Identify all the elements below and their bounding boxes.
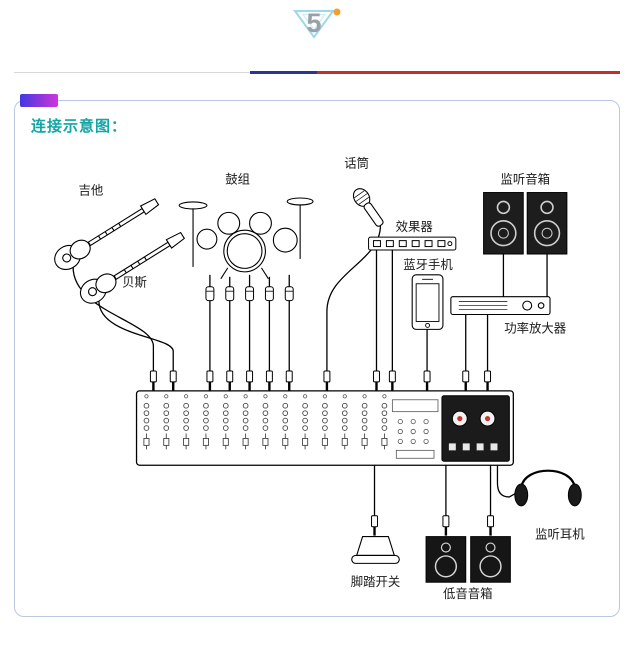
divider-gray-segment (14, 71, 251, 73)
subwoofer-label: 低音音箱 (443, 586, 493, 601)
headphones-icon (514, 469, 582, 507)
drum-kit-label: 鼓组 (225, 173, 250, 187)
badge-diamond-inner (301, 13, 327, 31)
badge-diamond-outline (293, 10, 335, 39)
diagram-panel: 连接示意图： (14, 94, 620, 617)
mixer-master-section (441, 395, 510, 462)
badge-dot-icon (333, 8, 341, 16)
bluetooth-phone-icon (411, 274, 444, 330)
divider-blue-segment (250, 70, 317, 74)
section-divider (14, 70, 620, 74)
guitar-icon (49, 191, 164, 275)
guitar-label: 吉他 (79, 184, 104, 198)
output-jack-plugs (371, 515, 494, 537)
mixer-input-jack-holes (144, 394, 387, 399)
power-amplifier-label: 功率放大器 (504, 320, 567, 335)
bass-guitar-icon (75, 225, 190, 309)
microphone-label: 话筒 (344, 156, 369, 171)
step-number: 5 (306, 8, 321, 38)
input-cables (72, 225, 548, 372)
connection-diagram: 吉他 贝斯 鼓组 话筒 效果器 蓝牙手机 监听音箱 功率放大器 监听耳机 脚踏开… (49, 156, 585, 601)
effects-unit-icon (368, 236, 457, 251)
divider-red-segment (316, 70, 620, 74)
footswitch-icon (351, 536, 400, 564)
monitor-speakers-label: 监听音箱 (500, 172, 550, 187)
microphone-icon (352, 188, 384, 227)
output-cables (373, 465, 517, 516)
mixer-mid-section (391, 399, 439, 459)
effects-unit-label: 效果器 (396, 219, 434, 234)
input-jack-plugs (149, 370, 492, 392)
drum-kit-icon (178, 197, 314, 280)
diagram-title: 连接示意图： (31, 118, 128, 135)
footswitch-label: 脚踏开关 (351, 574, 401, 589)
headphones-label: 监听耳机 (535, 528, 585, 542)
power-amplifier-icon (450, 296, 551, 316)
xlr-connectors (205, 286, 294, 302)
corner-accent (20, 94, 58, 107)
bluetooth-phone-label: 蓝牙手机 (403, 258, 453, 272)
step-badge-icon: 5 (293, 8, 341, 39)
mixer-icon (135, 390, 514, 466)
bass-label: 贝斯 (122, 276, 147, 290)
monitor-speakers-icon (482, 191, 568, 255)
subwoofer-icon (425, 535, 512, 583)
step-badge: 5 (0, 0, 634, 46)
